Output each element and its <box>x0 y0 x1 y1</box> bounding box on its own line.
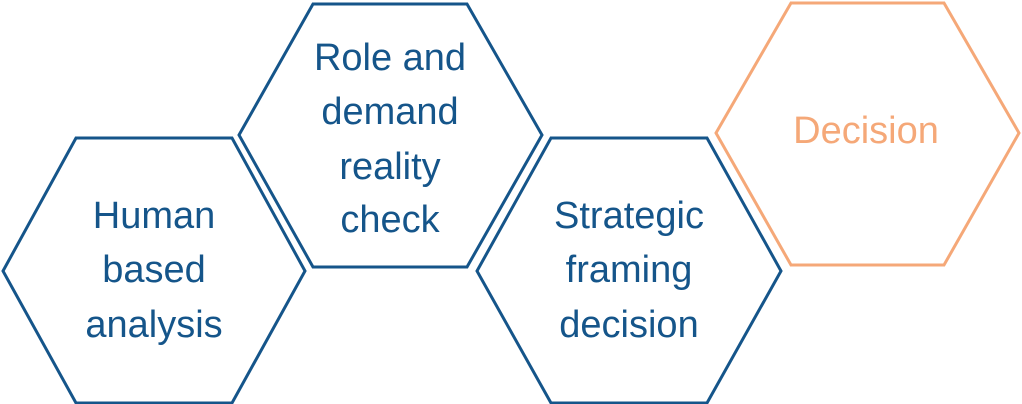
hexagon-shape <box>714 1 1021 267</box>
step-label-line: check <box>340 199 440 241</box>
step-label-line: analysis <box>85 304 222 346</box>
step-label-line: decision <box>559 304 698 346</box>
step-label-line: Role and <box>314 37 466 79</box>
step-label-line: Strategic <box>554 195 704 237</box>
step-label-line: based <box>102 249 206 291</box>
step-label-line: framing <box>566 249 693 291</box>
step-label-line: reality <box>339 146 440 188</box>
step-human-based-analysis: Human based analysis <box>1 136 307 404</box>
step-role-and-demand-reality-check: Role and demand reality check <box>237 2 544 269</box>
hexagon-shape <box>1 136 307 404</box>
step-label-line: Decision <box>793 110 939 152</box>
hexagon-shape <box>237 2 544 269</box>
step-label-line: demand <box>321 91 458 133</box>
step-decision: Decision <box>714 1 1021 267</box>
hexagon-shape <box>475 136 783 404</box>
step-strategic-framing-decision: Strategic framing decision <box>475 136 783 404</box>
step-label-line: Human <box>93 195 216 237</box>
